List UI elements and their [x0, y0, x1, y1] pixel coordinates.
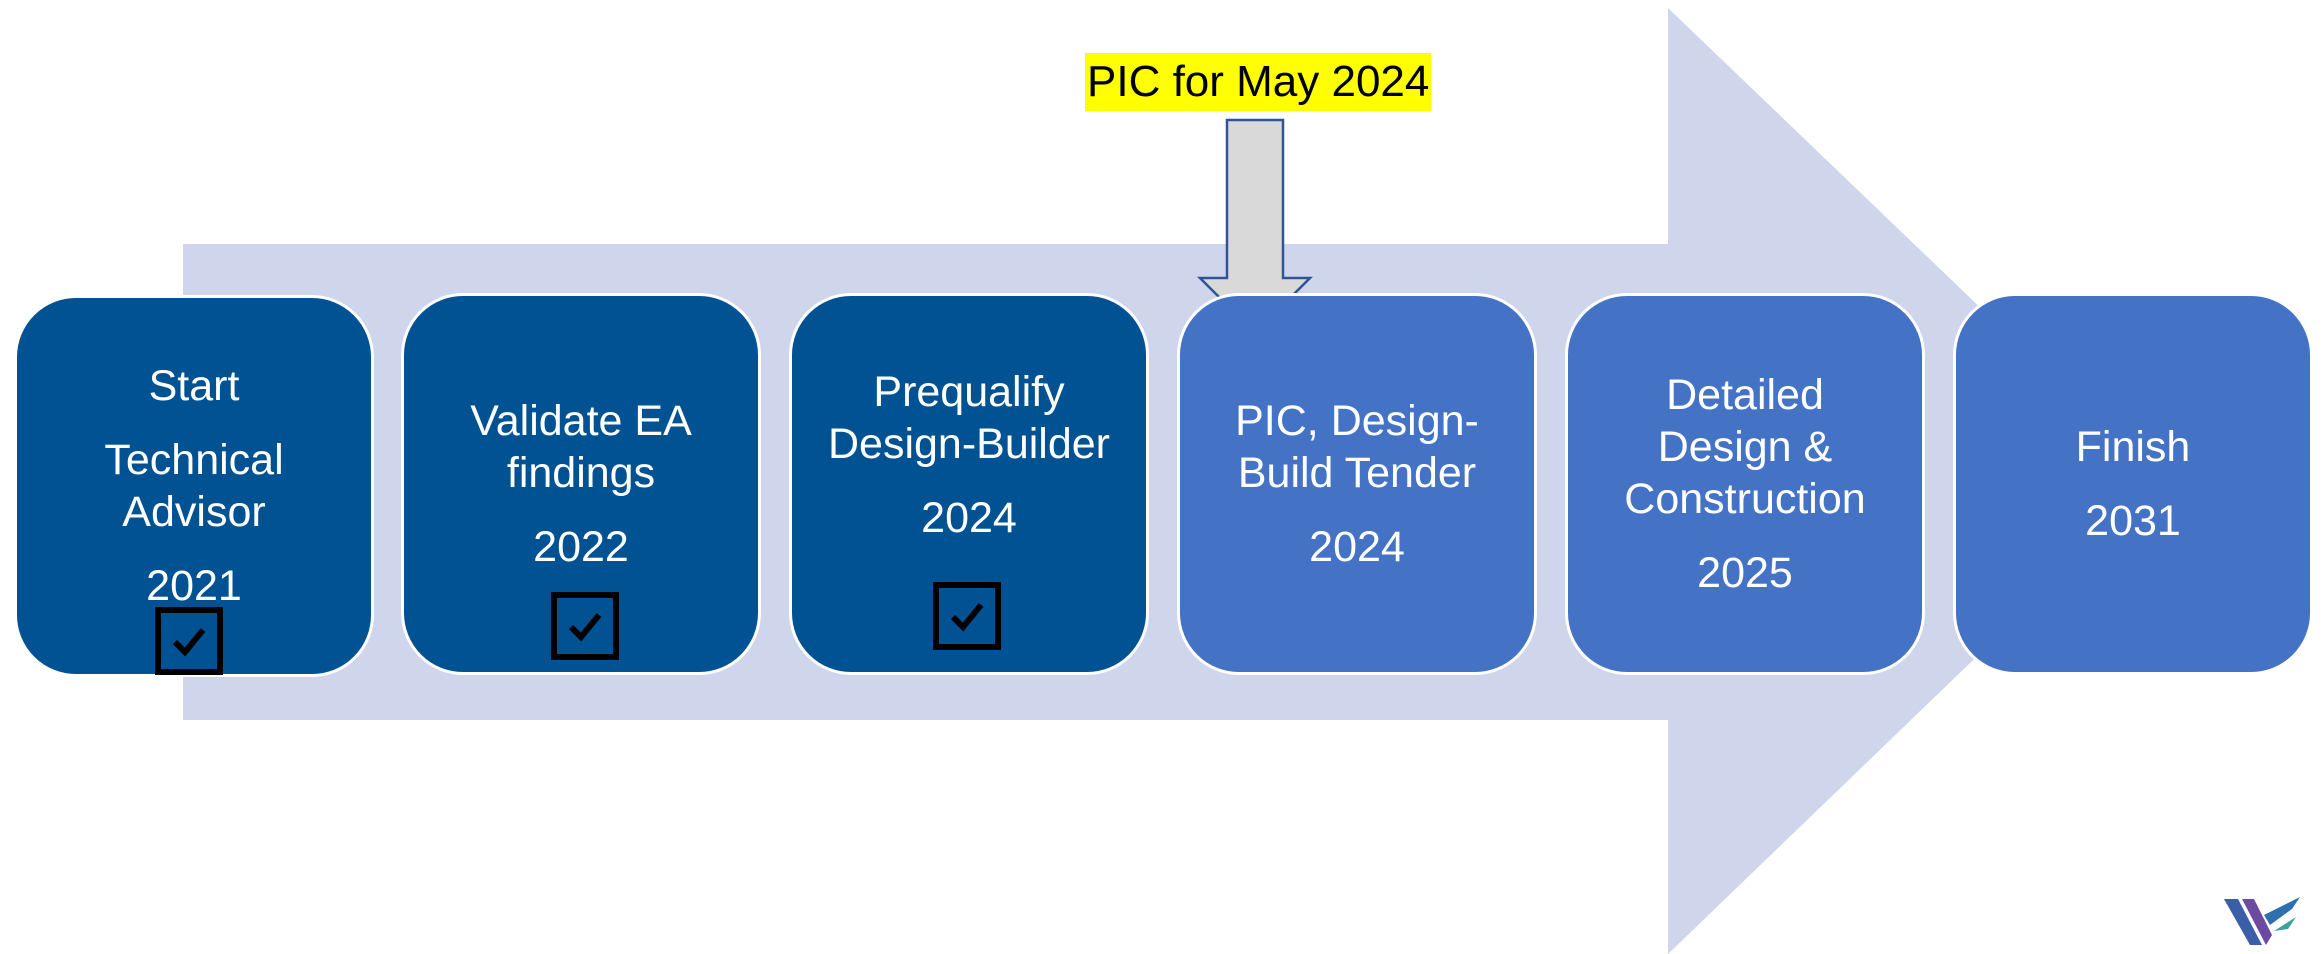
step-title: Finish	[2075, 423, 2191, 471]
step-title: Start	[148, 362, 240, 410]
step-detailed-design-construction: Detailed Design & Construction 2025	[1565, 293, 1925, 675]
checkbox-checked-icon	[551, 592, 619, 660]
checkbox-checked-icon	[155, 607, 223, 675]
step-year: 2025	[1697, 549, 1793, 597]
step-title: Validate EA findings	[470, 397, 692, 497]
step-start-technical-advisor: Start Technical Advisor 2021	[14, 295, 374, 677]
step-year: 2024	[921, 494, 1017, 542]
step-year: 2021	[146, 562, 242, 610]
checkbox-checked-icon	[933, 582, 1001, 650]
step-year: 2024	[1309, 523, 1405, 571]
step-subtitle: Technical Advisor	[104, 436, 284, 536]
step-finish: Finish 2031	[1953, 293, 2313, 675]
step-year: 2031	[2085, 497, 2181, 545]
step-validate-ea-findings: Validate EA findings 2022	[401, 293, 761, 675]
logo-icon	[2224, 897, 2300, 945]
step-pic-design-build-tender: PIC, Design- Build Tender 2024	[1177, 293, 1537, 675]
step-title: Detailed Design & Construction	[1624, 371, 1866, 523]
step-title: Prequalify Design-Builder	[827, 368, 1111, 468]
step-year: 2022	[533, 523, 629, 571]
step-prequalify-design-builder: Prequalify Design-Builder 2024	[789, 293, 1149, 675]
pic-callout-label: PIC for May 2024	[1085, 53, 1432, 111]
step-title: PIC, Design- Build Tender	[1235, 397, 1479, 497]
